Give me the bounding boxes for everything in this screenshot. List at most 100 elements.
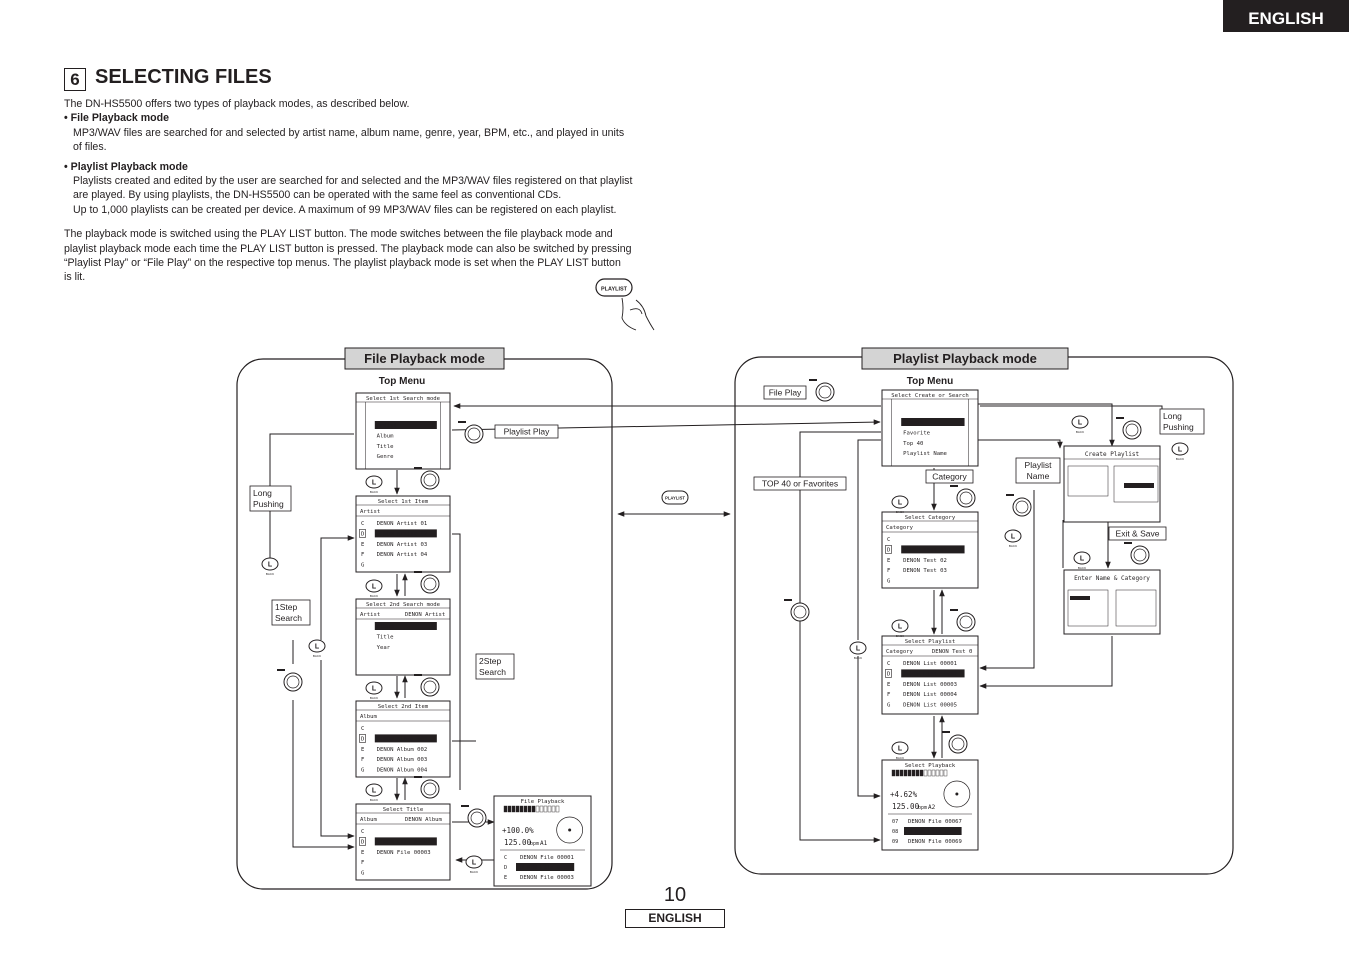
mode-switch-playlist-label: PLAYLIST <box>665 496 685 501</box>
label-pl-long-pushing-1: Long <box>1163 411 1182 421</box>
mode-switch-playlist-button <box>661 490 689 505</box>
screen-header-left: Album <box>360 817 377 823</box>
screen-header-right: DENON Album <box>405 817 443 823</box>
enter-name-title: Enter Name & Category <box>1074 575 1150 582</box>
body-line-4: is lit. <box>64 271 86 284</box>
screen-row-label: DENON Artist 04 <box>377 552 428 558</box>
playlist-mode-desc-1: Playlists created and edited by the user… <box>73 175 633 188</box>
create-playlist-title: Create Playlist <box>1085 451 1140 458</box>
jog-dial-icon <box>414 776 440 799</box>
screen-title: Select Title <box>383 807 424 813</box>
back-button-key: L <box>1011 534 1016 541</box>
back-button-label: BACK <box>370 798 378 802</box>
back-button-key: L <box>372 788 377 795</box>
screen-row-label: DENON Test 01 <box>903 547 947 553</box>
playlist-mode-desc-2: are played. By using playlists, the DN-H… <box>73 189 562 202</box>
label-pl-long-pushing-2: Pushing <box>1163 422 1194 432</box>
back-button-label: BACK <box>1078 566 1086 570</box>
playback-row-index: 09 <box>892 839 898 845</box>
side-labels: Playlist Play Long Pushing 1Step Search … <box>249 385 1205 680</box>
screen-row-index: G <box>361 871 365 877</box>
screen-title: Select 1st Item <box>378 499 429 505</box>
label-step1-2: Search <box>275 613 302 623</box>
label-long-pushing-1: Long <box>253 488 272 498</box>
screen-row-index: E <box>361 542 365 548</box>
back-button-label: BACK <box>266 572 274 576</box>
file-mode-bullet: • File Playback mode <box>64 112 169 125</box>
screen-row-label: DENON Album 003 <box>377 757 428 763</box>
back-button-key: L <box>372 584 377 591</box>
playback-row-label: DENON File 00067 <box>908 819 962 825</box>
screen-row-index: D <box>361 736 365 742</box>
back-button-key: L <box>268 562 273 569</box>
file-top-menu-label: Top Menu <box>379 376 425 387</box>
screen-row-index: D <box>887 671 891 677</box>
label-playlist-name-1: Playlist <box>1025 460 1053 470</box>
playback-row-label: DENON File 00003 <box>520 875 574 881</box>
back-button-icon: L BACK <box>365 783 383 802</box>
screen-row-index: E <box>361 850 365 856</box>
page-number: 10 <box>663 884 687 906</box>
playback-row-label: DENON File 00068 <box>908 829 963 835</box>
jog-dial-icon <box>277 669 303 692</box>
back-button-key: L <box>898 500 903 507</box>
playlist-button-label: PLAYLIST <box>601 287 628 293</box>
screen-row-label: Artist <box>377 423 397 429</box>
playback-row-index: D <box>504 865 507 871</box>
file-step-arrows <box>394 470 408 801</box>
screen-row-index: D <box>887 547 891 553</box>
jog-dial-icon <box>942 731 968 754</box>
playlist-mode-desc-3: Up to 1,000 playlists can be created per… <box>73 203 617 216</box>
screen-row-index: D <box>361 531 365 537</box>
section-number: 6 <box>64 68 86 91</box>
back-button-key: L <box>472 860 477 867</box>
screen-row-index: D <box>361 839 365 845</box>
screen-header-left: Artist <box>360 612 380 618</box>
screen-row-index: F <box>887 568 891 574</box>
section-title: SELECTING FILES <box>95 66 272 88</box>
screen-row-label: DENON File 00002 <box>377 839 431 845</box>
file-mode-title: File Playback mode <box>364 351 485 366</box>
body-line-2: playlist playback mode each time the PLA… <box>64 242 632 255</box>
screen-row-index: C <box>887 537 890 543</box>
screen-row-label: DENON Artist 03 <box>377 542 428 548</box>
screen-row-index: G <box>887 703 891 709</box>
back-button-label: BACK <box>1076 430 1084 434</box>
playback-row-label: DENON File 00002 <box>520 865 574 871</box>
create-playlist-screen: Create Playlist <box>1063 445 1161 523</box>
body-line-1: The playback mode is switched using the … <box>64 228 613 241</box>
screen-row-label: DENON Album 001 <box>377 736 428 742</box>
playback-track: A2 <box>928 804 936 811</box>
back-button-label: BACK <box>370 696 378 700</box>
screen-header-left: Artist <box>360 509 380 515</box>
screen-row-index: C <box>361 521 364 527</box>
label-step2-2: Search <box>479 667 506 677</box>
screen-row-label: Genre <box>377 454 394 460</box>
screen-row-label: Playlist Name <box>903 451 947 457</box>
playlist-mode-title: Playlist Playback mode <box>893 351 1037 366</box>
back-button-label: BACK <box>1009 544 1017 548</box>
back-button-key: L <box>856 646 861 653</box>
intro-text: The DN-HS5500 offers two types of playba… <box>64 98 410 110</box>
jog-dial-icon <box>414 467 440 490</box>
screen-row-label: DENON File 00003 <box>377 850 431 856</box>
playback-row-label: DENON File 00069 <box>908 839 962 845</box>
body-line-3: “Playlist Play” or “File Play” on the re… <box>64 257 621 270</box>
selected-row-highlight <box>901 418 965 426</box>
back-button-label: BACK <box>896 756 904 760</box>
back-button-key: L <box>372 686 377 693</box>
playback-row-index: 08 <box>892 829 898 835</box>
screen-row-label: DENON List 00004 <box>903 692 958 698</box>
